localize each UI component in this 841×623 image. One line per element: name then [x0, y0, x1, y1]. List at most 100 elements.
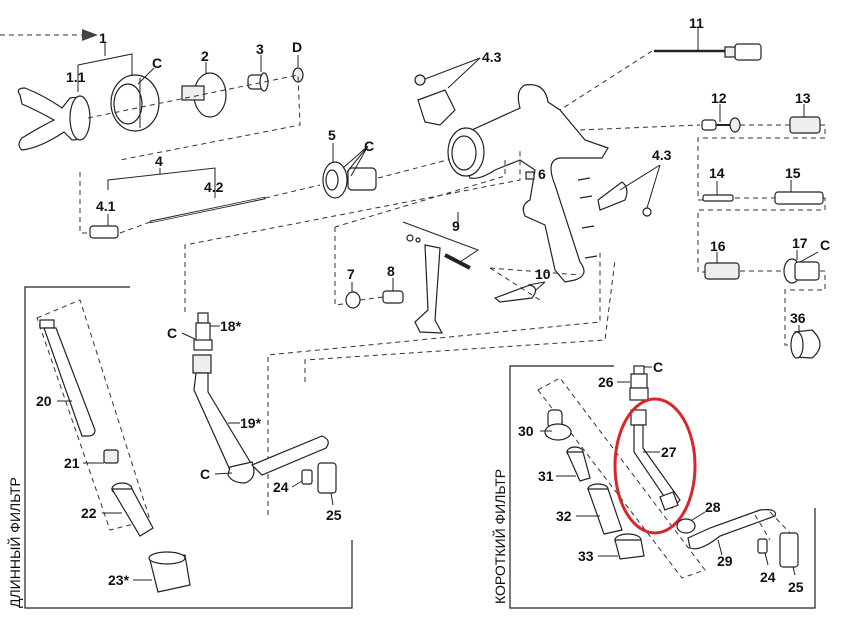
assembly-line-14-15 [697, 197, 826, 273]
part-29-leader [717, 539, 723, 556]
part-25-fitting-short [779, 532, 799, 568]
part-19-c-leader [214, 472, 233, 475]
part-28-leader [691, 511, 706, 521]
part-10-leader [527, 281, 546, 291]
label-18: 18* [220, 318, 242, 334]
part-12-valve [701, 117, 741, 133]
label-24-long: 24 [273, 479, 289, 495]
part-33-nut [614, 533, 645, 560]
part-27-tube [630, 409, 681, 511]
part-23-nut [148, 551, 191, 593]
label-25-long: 25 [326, 507, 342, 523]
part-14-pin [702, 194, 734, 202]
part-10-lever [493, 284, 537, 303]
label-8: 8 [387, 263, 395, 279]
highlight-circle-part-27 [613, 397, 697, 535]
label-17: 17 [792, 235, 808, 251]
part-29-bracket [687, 509, 777, 550]
part-1-1-tip-guard [17, 87, 91, 151]
label-2: 2 [201, 48, 209, 64]
part-25-fitting-long [317, 462, 337, 494]
label-22: 22 [81, 505, 97, 521]
part-26-fitting [629, 365, 649, 401]
label-32: 32 [556, 508, 572, 524]
label-16: 16 [710, 238, 726, 254]
assembly-line-10 [489, 267, 581, 301]
label-3: 3 [256, 41, 264, 57]
part-9-bracket [402, 212, 480, 263]
label-14: 14 [709, 165, 725, 181]
label-4-1: 4.1 [96, 198, 116, 214]
part-3-seat [247, 72, 269, 92]
assembly-line-24-25-short [754, 511, 791, 541]
assembly-arrow-head [82, 29, 98, 41]
part-4-3-nut [414, 74, 426, 86]
assembly-line-11 [559, 50, 653, 111]
part-24-pin-long [301, 469, 313, 485]
label-26: 26 [598, 374, 614, 390]
label-25-short: 25 [788, 579, 804, 595]
assembly-line-4 [79, 172, 95, 234]
label-13: 13 [795, 90, 811, 106]
assembly-line-7-8b [359, 296, 384, 301]
part-1-c-leader [137, 67, 155, 85]
label-28: 28 [705, 499, 721, 515]
label-31: 31 [538, 468, 554, 484]
label-18-c: C [167, 325, 177, 341]
part-32-housing [587, 483, 623, 535]
label-23: 23* [108, 572, 130, 588]
part-17-c-leader [799, 251, 819, 263]
label-5-c: C [364, 138, 374, 154]
label-4-3-top: 4.3 [482, 49, 502, 65]
part-19-filter-body [192, 354, 329, 484]
label-33: 33 [578, 548, 594, 564]
part-22-filter-housing [110, 482, 154, 537]
label-7: 7 [347, 266, 355, 282]
part-36-cap [790, 329, 821, 359]
part-30-adapter [544, 409, 572, 441]
label-29: 29 [717, 553, 733, 569]
label-1-1: 1.1 [66, 69, 86, 85]
label-26-c: C [653, 359, 663, 375]
part-5-c-leaders [342, 145, 369, 177]
label-19: 19* [240, 415, 262, 431]
label-5: 5 [328, 127, 336, 143]
assembly-line-16-17 [740, 270, 826, 346]
label-11: 11 [689, 15, 704, 31]
label-21: 21 [64, 455, 80, 471]
part-11-fluid-needle [654, 43, 762, 61]
label-20: 20 [36, 393, 52, 409]
label-36: 36 [790, 310, 806, 326]
part-gun-body [447, 84, 609, 283]
short-filter-assembly-line [537, 377, 706, 579]
part-20-filter-tube [39, 319, 96, 437]
part-7-nut [345, 291, 361, 309]
part-9-trigger [406, 234, 471, 334]
part-4-3-right-bracket [597, 181, 628, 211]
part-31-filter [566, 446, 591, 482]
part-4-3-screw [642, 207, 652, 217]
part-18-fitting [193, 312, 213, 351]
part-28-nut [676, 518, 696, 534]
part-4-3-bracket [417, 89, 456, 126]
part-4-1-needle-seat [89, 214, 119, 239]
label-9: 9 [452, 218, 460, 234]
label-10: 10 [535, 266, 551, 282]
long-filter-assembly-line [36, 299, 151, 531]
label-d: D [292, 39, 302, 55]
part-4-bracket [107, 167, 216, 198]
part-4-3-leaders [424, 57, 481, 89]
assembly-line-12-13 [579, 124, 826, 201]
part-1-bracket [77, 42, 133, 92]
label-4: 4 [155, 153, 163, 169]
label-19-c: C [200, 466, 210, 482]
label-24-short: 24 [760, 569, 776, 585]
part-25-leader-long [330, 492, 334, 506]
part-d-seal [292, 67, 304, 83]
short-filter-frame [509, 365, 816, 609]
part-13-spring [789, 116, 821, 134]
part-18-c-leader [181, 332, 196, 340]
short-filter-label: КОРОТКИЙ ФИЛЬТР [491, 469, 508, 604]
label-12: 12 [711, 90, 727, 106]
